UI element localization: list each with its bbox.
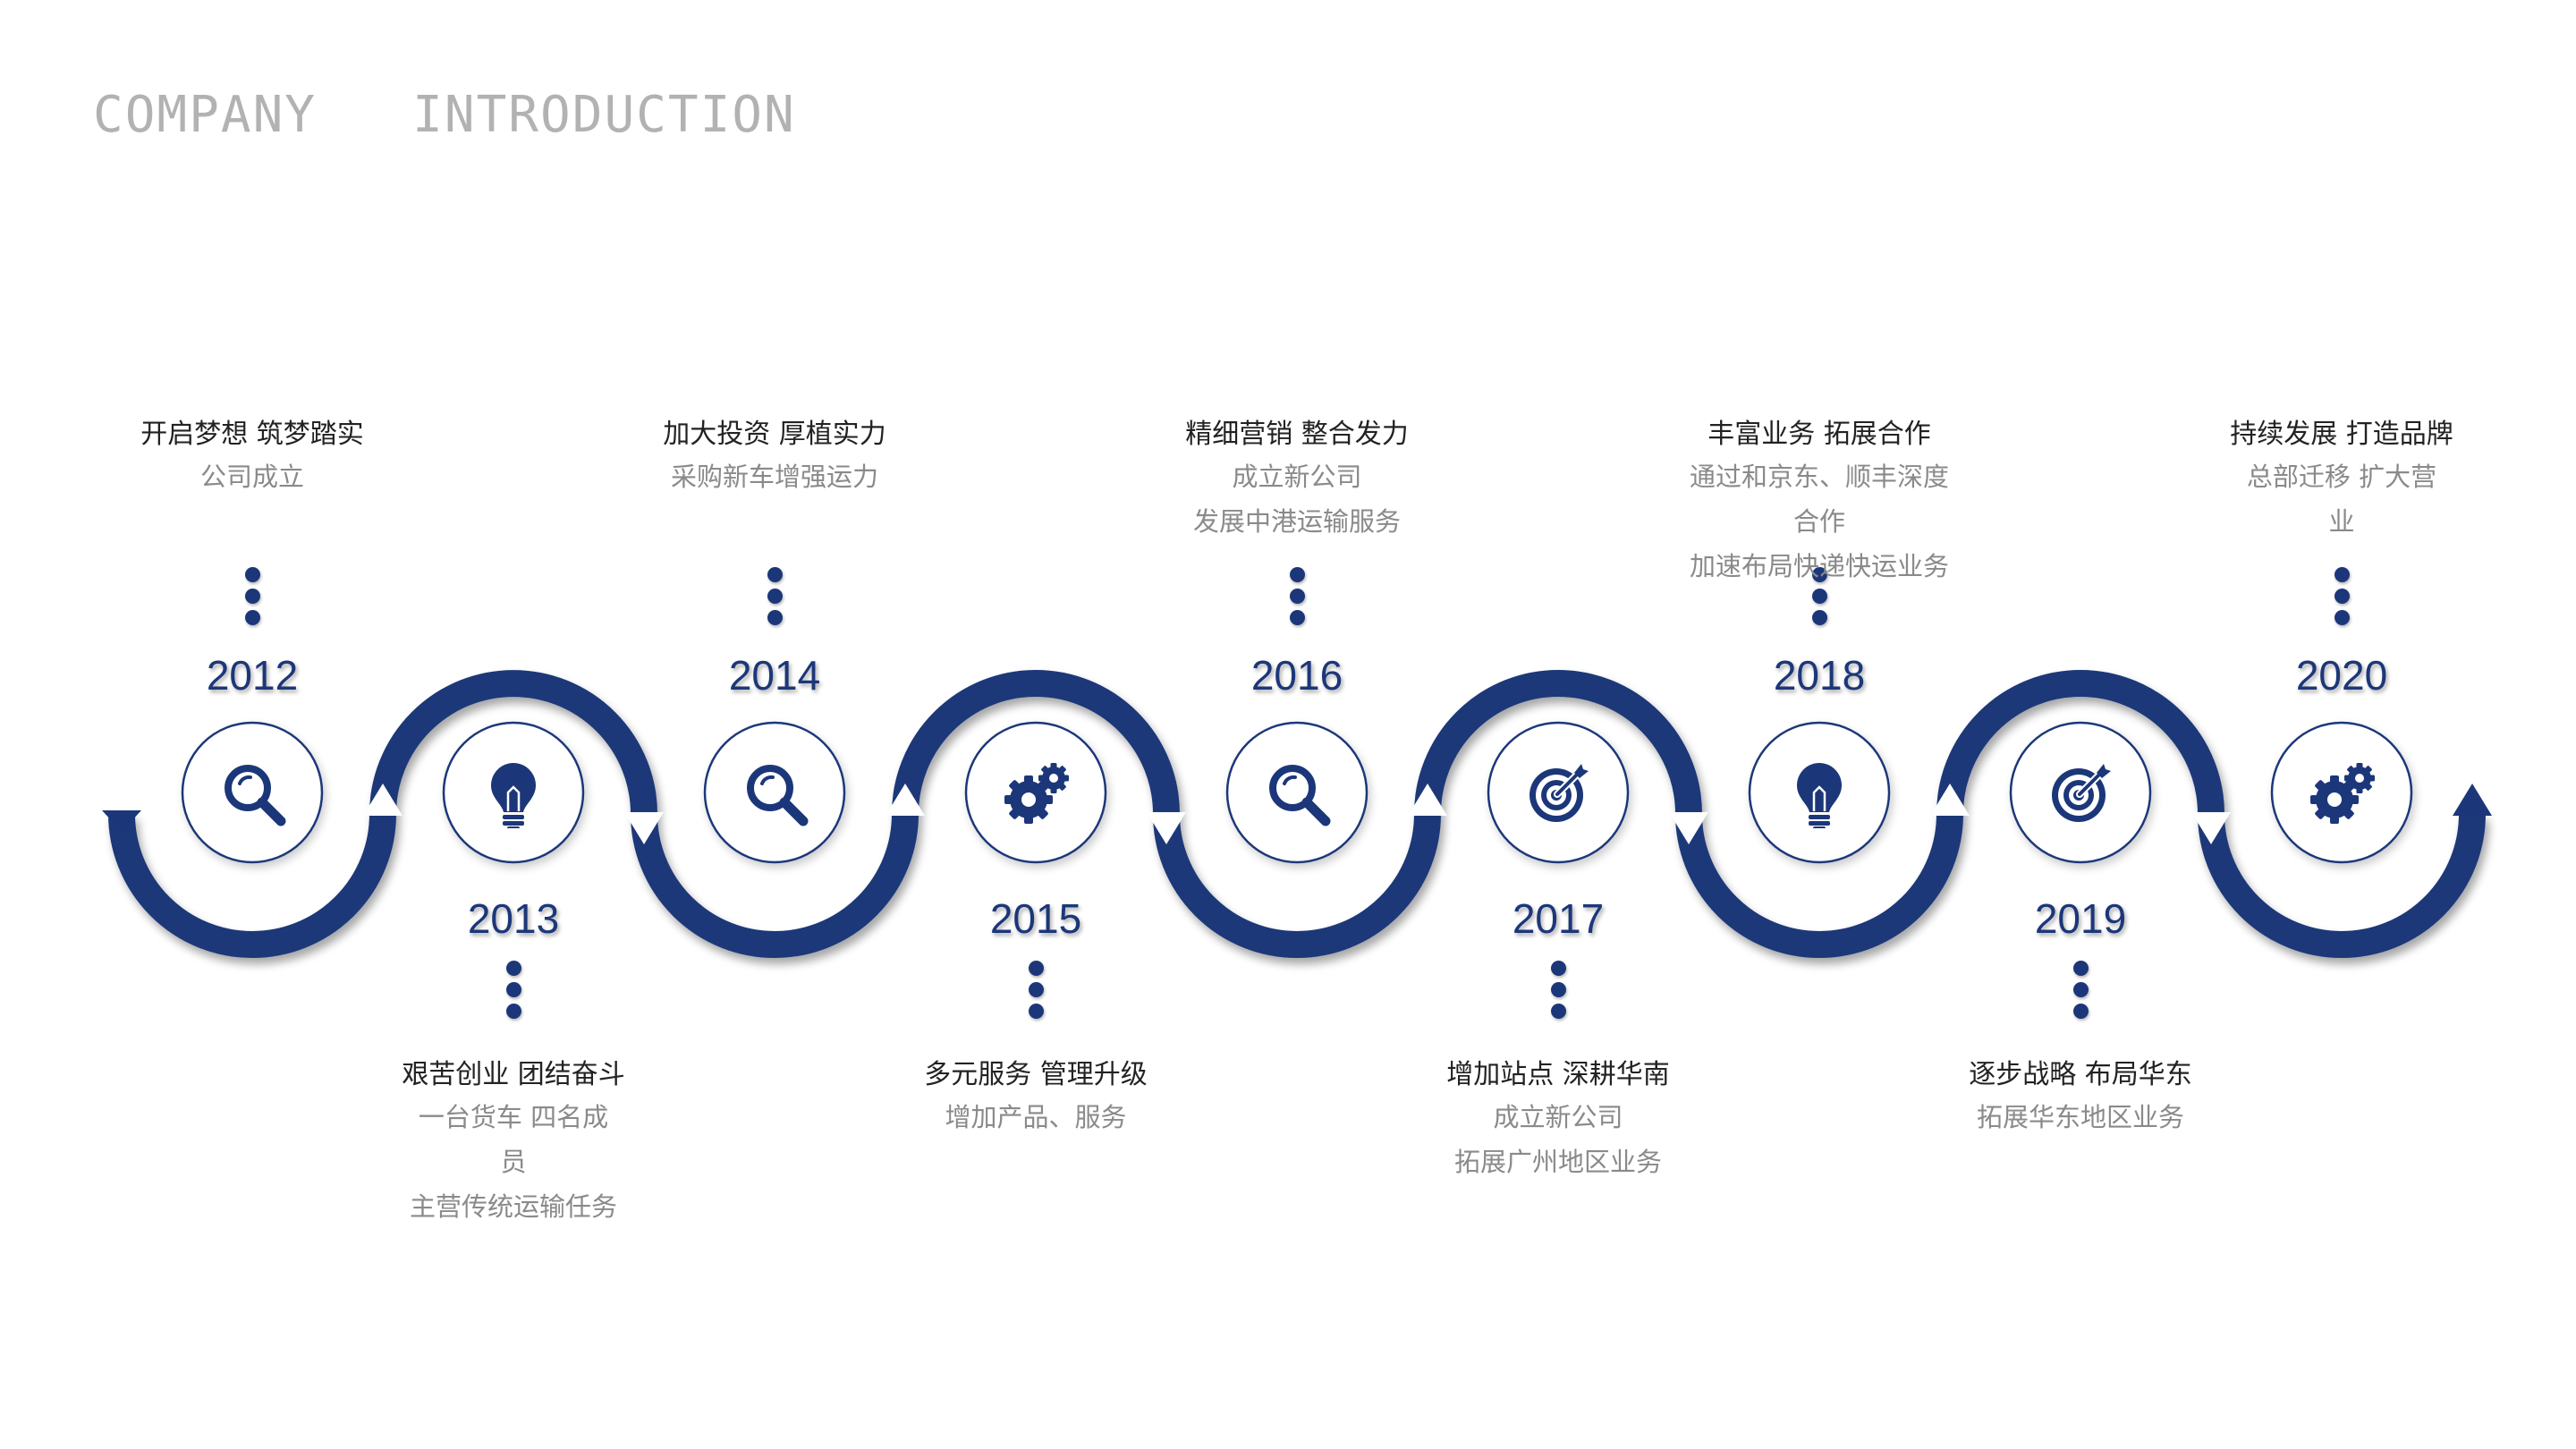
page-title: COMPANY INTRODUCTION (93, 86, 796, 144)
milestone-heading: 多元服务 管理升级 (924, 1059, 1148, 1090)
milestone-line: 增加产品、服务 (945, 1102, 1127, 1132)
milestone-heading: 持续发展 打造品牌 (2230, 419, 2453, 450)
milestone-line: 员 (500, 1147, 527, 1177)
dot (1289, 589, 1305, 604)
dot (1811, 610, 1827, 625)
milestone-line: 加速布局快递快运业务 (1689, 551, 1949, 581)
milestone-line: 总部迁移 扩大营 (2246, 462, 2437, 492)
milestone-dots (1027, 961, 1045, 1025)
milestone-year: 2019 (2034, 895, 2127, 942)
dot (2334, 567, 2350, 582)
milestone-dots (2072, 961, 2089, 1025)
milestone-heading: 加大投资 厚植实力 (663, 419, 886, 450)
milestone-description: 丰富业务 拓展合作通过和京东、顺丰深度合作加速布局快递快运业务 (1685, 415, 1953, 589)
milestone-year: 2018 (1773, 652, 1866, 699)
milestone-circle-2015 (964, 721, 1107, 864)
milestone-line: 通过和京东、顺丰深度合作 (1689, 462, 1949, 537)
milestone-line: 公司成立 (199, 462, 304, 492)
dot (767, 610, 783, 625)
dot (767, 589, 783, 604)
milestone-description: 加大投资 厚植实力采购新车增强运力 (640, 415, 909, 499)
dot (244, 567, 260, 582)
milestone-dots (243, 567, 261, 631)
milestone-year: 2012 (206, 652, 299, 699)
milestone-dots (1549, 961, 1567, 1025)
milestone-description: 艰苦创业 团结奋斗一台货车 四名成员主营传统运输任务 (379, 1055, 648, 1229)
milestone-year: 2013 (467, 895, 560, 942)
dot (767, 567, 783, 582)
milestone-line: 成立新公司 (1493, 1102, 1623, 1132)
milestone-year: 2017 (1512, 895, 1605, 942)
milestone-year: 2014 (728, 652, 821, 699)
dot (1550, 961, 1566, 976)
dot (2072, 961, 2089, 976)
milestone-description: 持续发展 打造品牌总部迁移 扩大营业 (2207, 415, 2476, 544)
milestone-heading: 逐步战略 布局华东 (1969, 1059, 2192, 1090)
dot (1811, 567, 1827, 582)
milestone-dots (504, 961, 522, 1025)
milestone-dots (1810, 567, 1828, 631)
milestone-circle-2019 (2009, 721, 2152, 864)
dot (1289, 567, 1305, 582)
milestone-description: 精细营销 整合发力成立新公司发展中港运输服务 (1163, 415, 1431, 544)
milestone-heading: 丰富业务 拓展合作 (1707, 419, 1931, 450)
milestone-heading: 艰苦创业 团结奋斗 (402, 1059, 625, 1090)
dot (2072, 982, 2089, 997)
milestone-line: 拓展广州地区业务 (1453, 1147, 1662, 1177)
milestone-heading: 开启梦想 筑梦踏实 (140, 419, 364, 450)
dot (1028, 982, 1044, 997)
milestone-circle-2012 (181, 721, 324, 864)
dot (2072, 1004, 2089, 1019)
milestone-description: 逐步战略 布局华东拓展华东地区业务 (1946, 1055, 2215, 1140)
wave-path (108, 670, 2486, 958)
dot (1028, 1004, 1044, 1019)
wave-arrowheads (102, 784, 2492, 844)
dot (2334, 610, 2350, 625)
milestone-circle-2013 (442, 721, 585, 864)
dot (505, 982, 521, 997)
dot (2334, 589, 2350, 604)
dot (244, 589, 260, 604)
milestone-description: 增加站点 深耕华南成立新公司拓展广州地区业务 (1424, 1055, 1692, 1184)
milestone-description: 开启梦想 筑梦踏实公司成立 (118, 415, 386, 499)
milestone-circle-2020 (2270, 721, 2413, 864)
milestone-description: 多元服务 管理升级增加产品、服务 (902, 1055, 1170, 1140)
milestone-circle-2018 (1748, 721, 1891, 864)
dot (505, 961, 521, 976)
milestone-year: 2020 (2295, 652, 2388, 699)
milestone-dots (1288, 567, 1306, 631)
milestone-year: 2015 (989, 895, 1082, 942)
dot (1811, 589, 1827, 604)
milestone-circle-2016 (1225, 721, 1368, 864)
milestone-heading: 精细营销 整合发力 (1185, 419, 1409, 450)
milestone-line: 成立新公司 (1232, 462, 1362, 492)
dot (505, 1004, 521, 1019)
milestone-line: 主营传统运输任务 (409, 1191, 617, 1222)
milestone-line: 发展中港运输服务 (1192, 506, 1401, 537)
milestone-line: 拓展华东地区业务 (1976, 1102, 2184, 1132)
milestone-circle-2017 (1487, 721, 1630, 864)
dot (1550, 1004, 1566, 1019)
dot (1550, 982, 1566, 997)
milestone-line: 业 (2328, 506, 2355, 537)
milestone-dots (766, 567, 784, 631)
milestone-year: 2016 (1250, 652, 1343, 699)
milestone-line: 一台货车 四名成 (418, 1102, 609, 1132)
milestone-line: 采购新车增强运力 (670, 462, 878, 492)
milestone-heading: 增加站点 深耕华南 (1446, 1059, 1670, 1090)
milestone-circle-2014 (703, 721, 846, 864)
milestone-dots (2333, 567, 2351, 631)
dot (1289, 610, 1305, 625)
dot (244, 610, 260, 625)
dot (1028, 961, 1044, 976)
